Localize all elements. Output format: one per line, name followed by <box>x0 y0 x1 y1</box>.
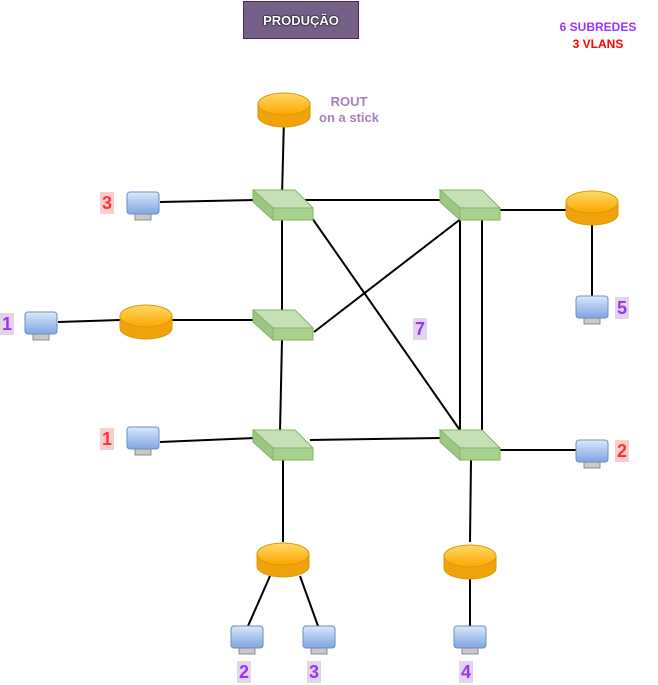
link-switch-4-to-switch-5 <box>309 437 443 441</box>
switch-icon <box>252 309 314 341</box>
link-host-1-to-router-left <box>57 319 121 323</box>
link-switch-1-to-switch-5 <box>311 217 465 437</box>
computer-icon <box>575 439 609 469</box>
router-icon <box>565 190 619 226</box>
router-label-line-1: ROUT <box>330 94 368 109</box>
switch-icon <box>252 429 314 461</box>
subnet-count: 6 SUBREDES <box>559 20 637 34</box>
link-switch-5-to-router-bottom-right <box>469 459 472 543</box>
router-icon <box>256 542 310 578</box>
link-router-bottom-to-host-2b <box>247 575 271 627</box>
link-router-top-to-switch-1 <box>281 117 285 197</box>
connection-lines <box>57 117 593 627</box>
vlan-count: 3 VLANS <box>572 37 624 51</box>
computer-icon <box>230 625 264 655</box>
computer-icon <box>302 625 336 655</box>
computer-icon <box>575 295 609 325</box>
link-switch-3-to-switch-2 <box>313 217 463 333</box>
computer-icon <box>453 625 487 655</box>
link-host-1b-to-switch-4 <box>159 437 257 443</box>
label-host-top-left: 3 <box>100 192 115 214</box>
router-icon <box>257 92 311 128</box>
switch-icon <box>252 189 314 221</box>
router-icon <box>119 304 173 340</box>
label-host-right-mid: 2 <box>615 440 630 462</box>
label-center: 7 <box>413 318 428 340</box>
router-icon <box>443 544 497 580</box>
router-on-a-stick-label: ROUT on a stick <box>310 94 388 126</box>
link-router-bottom-to-host-3b <box>299 575 319 627</box>
diagram-title: PRODUÇÃO <box>263 12 339 28</box>
computer-icon <box>24 311 58 341</box>
label-host-far-left: 1 <box>0 313 15 335</box>
label-host-mid-left: 1 <box>100 428 115 450</box>
computer-icon <box>126 426 160 456</box>
label-host-bottom-1: 2 <box>237 661 252 683</box>
title-box: PRODUÇÃO <box>243 1 359 39</box>
router-label-line-2: on a stick <box>319 110 379 125</box>
computer-icon <box>126 191 160 221</box>
link-host-3-to-switch-1 <box>159 199 255 203</box>
label-host-bottom-2: 3 <box>307 661 322 683</box>
switch-icon <box>439 429 501 461</box>
label-host-bottom-3: 4 <box>459 661 474 683</box>
label-host-right-top: 5 <box>615 297 630 319</box>
link-switch-3-to-switch-4 <box>279 339 283 433</box>
switch-icon <box>439 189 501 221</box>
